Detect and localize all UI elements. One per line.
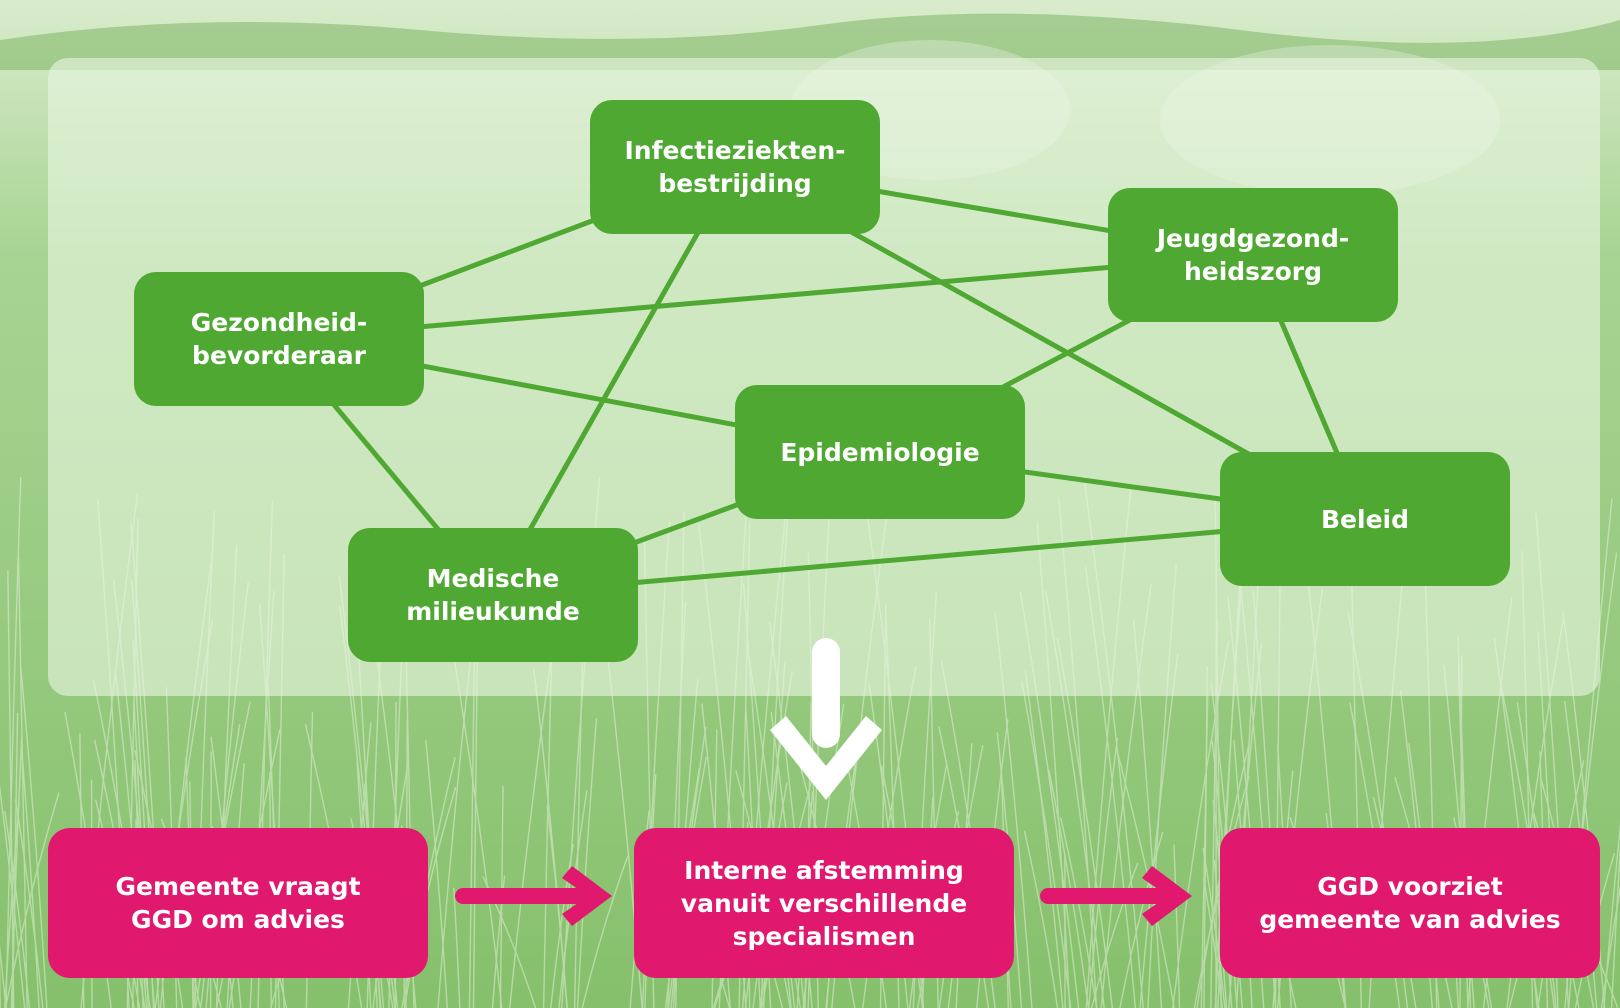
node-jeugdgezondheidszorg: Jeugdgezond- heidszorg [1108,188,1398,322]
link-medisch-beleid [492,516,1366,598]
node-beleid: Beleid [1220,452,1510,586]
link-infectie-medisch [490,165,738,597]
right-arrow-2 [1040,866,1192,926]
step-interne-afstemming: Interne afstemming vanuit verschillende … [634,828,1014,978]
step-gemeente-vraagt-advies: Gemeente vraagt GGD om advies [48,828,428,978]
link-jeugd-gezondheid [278,252,1254,342]
down-arrow [770,638,882,800]
step-ggd-voorziet-advies: GGD voorziet gemeente van advies [1220,828,1600,978]
node-epidemiologie: Epidemiologie [735,385,1025,519]
right-arrow-1 [455,866,612,926]
node-infectieziektenbestrijding: Infectieziekten- bestrijding [590,100,880,234]
node-gezondheidbevorderaar: Gezondheid- bevorderaar [134,272,424,406]
node-medische-milieukunde: Medische milieukunde [348,528,638,662]
